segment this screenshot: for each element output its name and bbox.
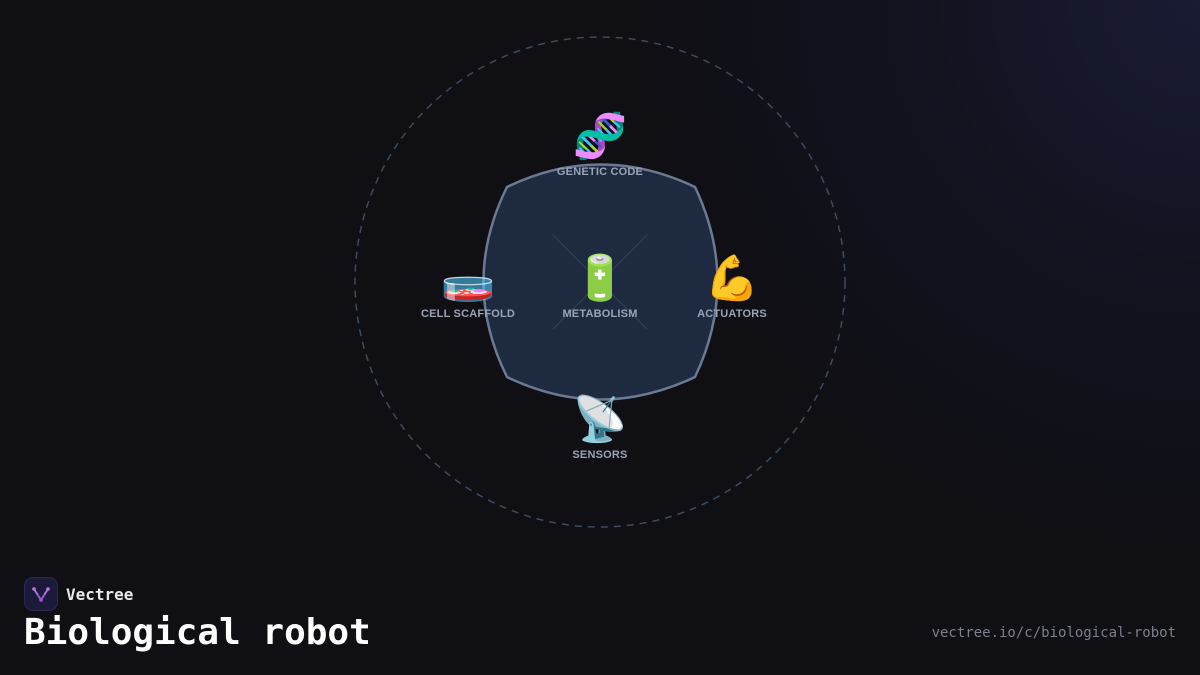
brand-name: Vectree [66,584,134,604]
node-cell-scaffold: 🧫 CELL SCAFFOLD [388,254,548,320]
node-metabolism: 🔋 METABOLISM [520,254,680,320]
node-actuators: 💪 ACTUATORS [652,254,812,320]
dna-icon: 🧬 [572,112,628,161]
page-title: Biological robot [24,612,371,653]
core-cross-line [552,234,648,330]
brand: Vectree [24,577,133,611]
node-label: CELL SCAFFOLD [420,308,516,320]
petri-dish-icon: 🧫 [440,254,496,303]
node-label: GENETIC CODE [556,166,644,178]
outer-orbit [354,36,846,528]
battery-icon: 🔋 [572,254,628,303]
node-label: METABOLISM [562,308,638,320]
node-label: SENSORS [572,449,628,461]
vectree-logo-icon [24,577,58,611]
flexed-biceps-icon: 💪 [704,254,760,303]
page-url[interactable]: vectree.io/c/biological-robot [931,625,1176,641]
node-sensors: 📡 SENSORS [520,395,680,461]
satellite-antenna-icon: 📡 [572,395,628,444]
node-label: ACTUATORS [697,308,767,320]
node-genetic-code: 🧬 GENETIC CODE [520,112,680,178]
